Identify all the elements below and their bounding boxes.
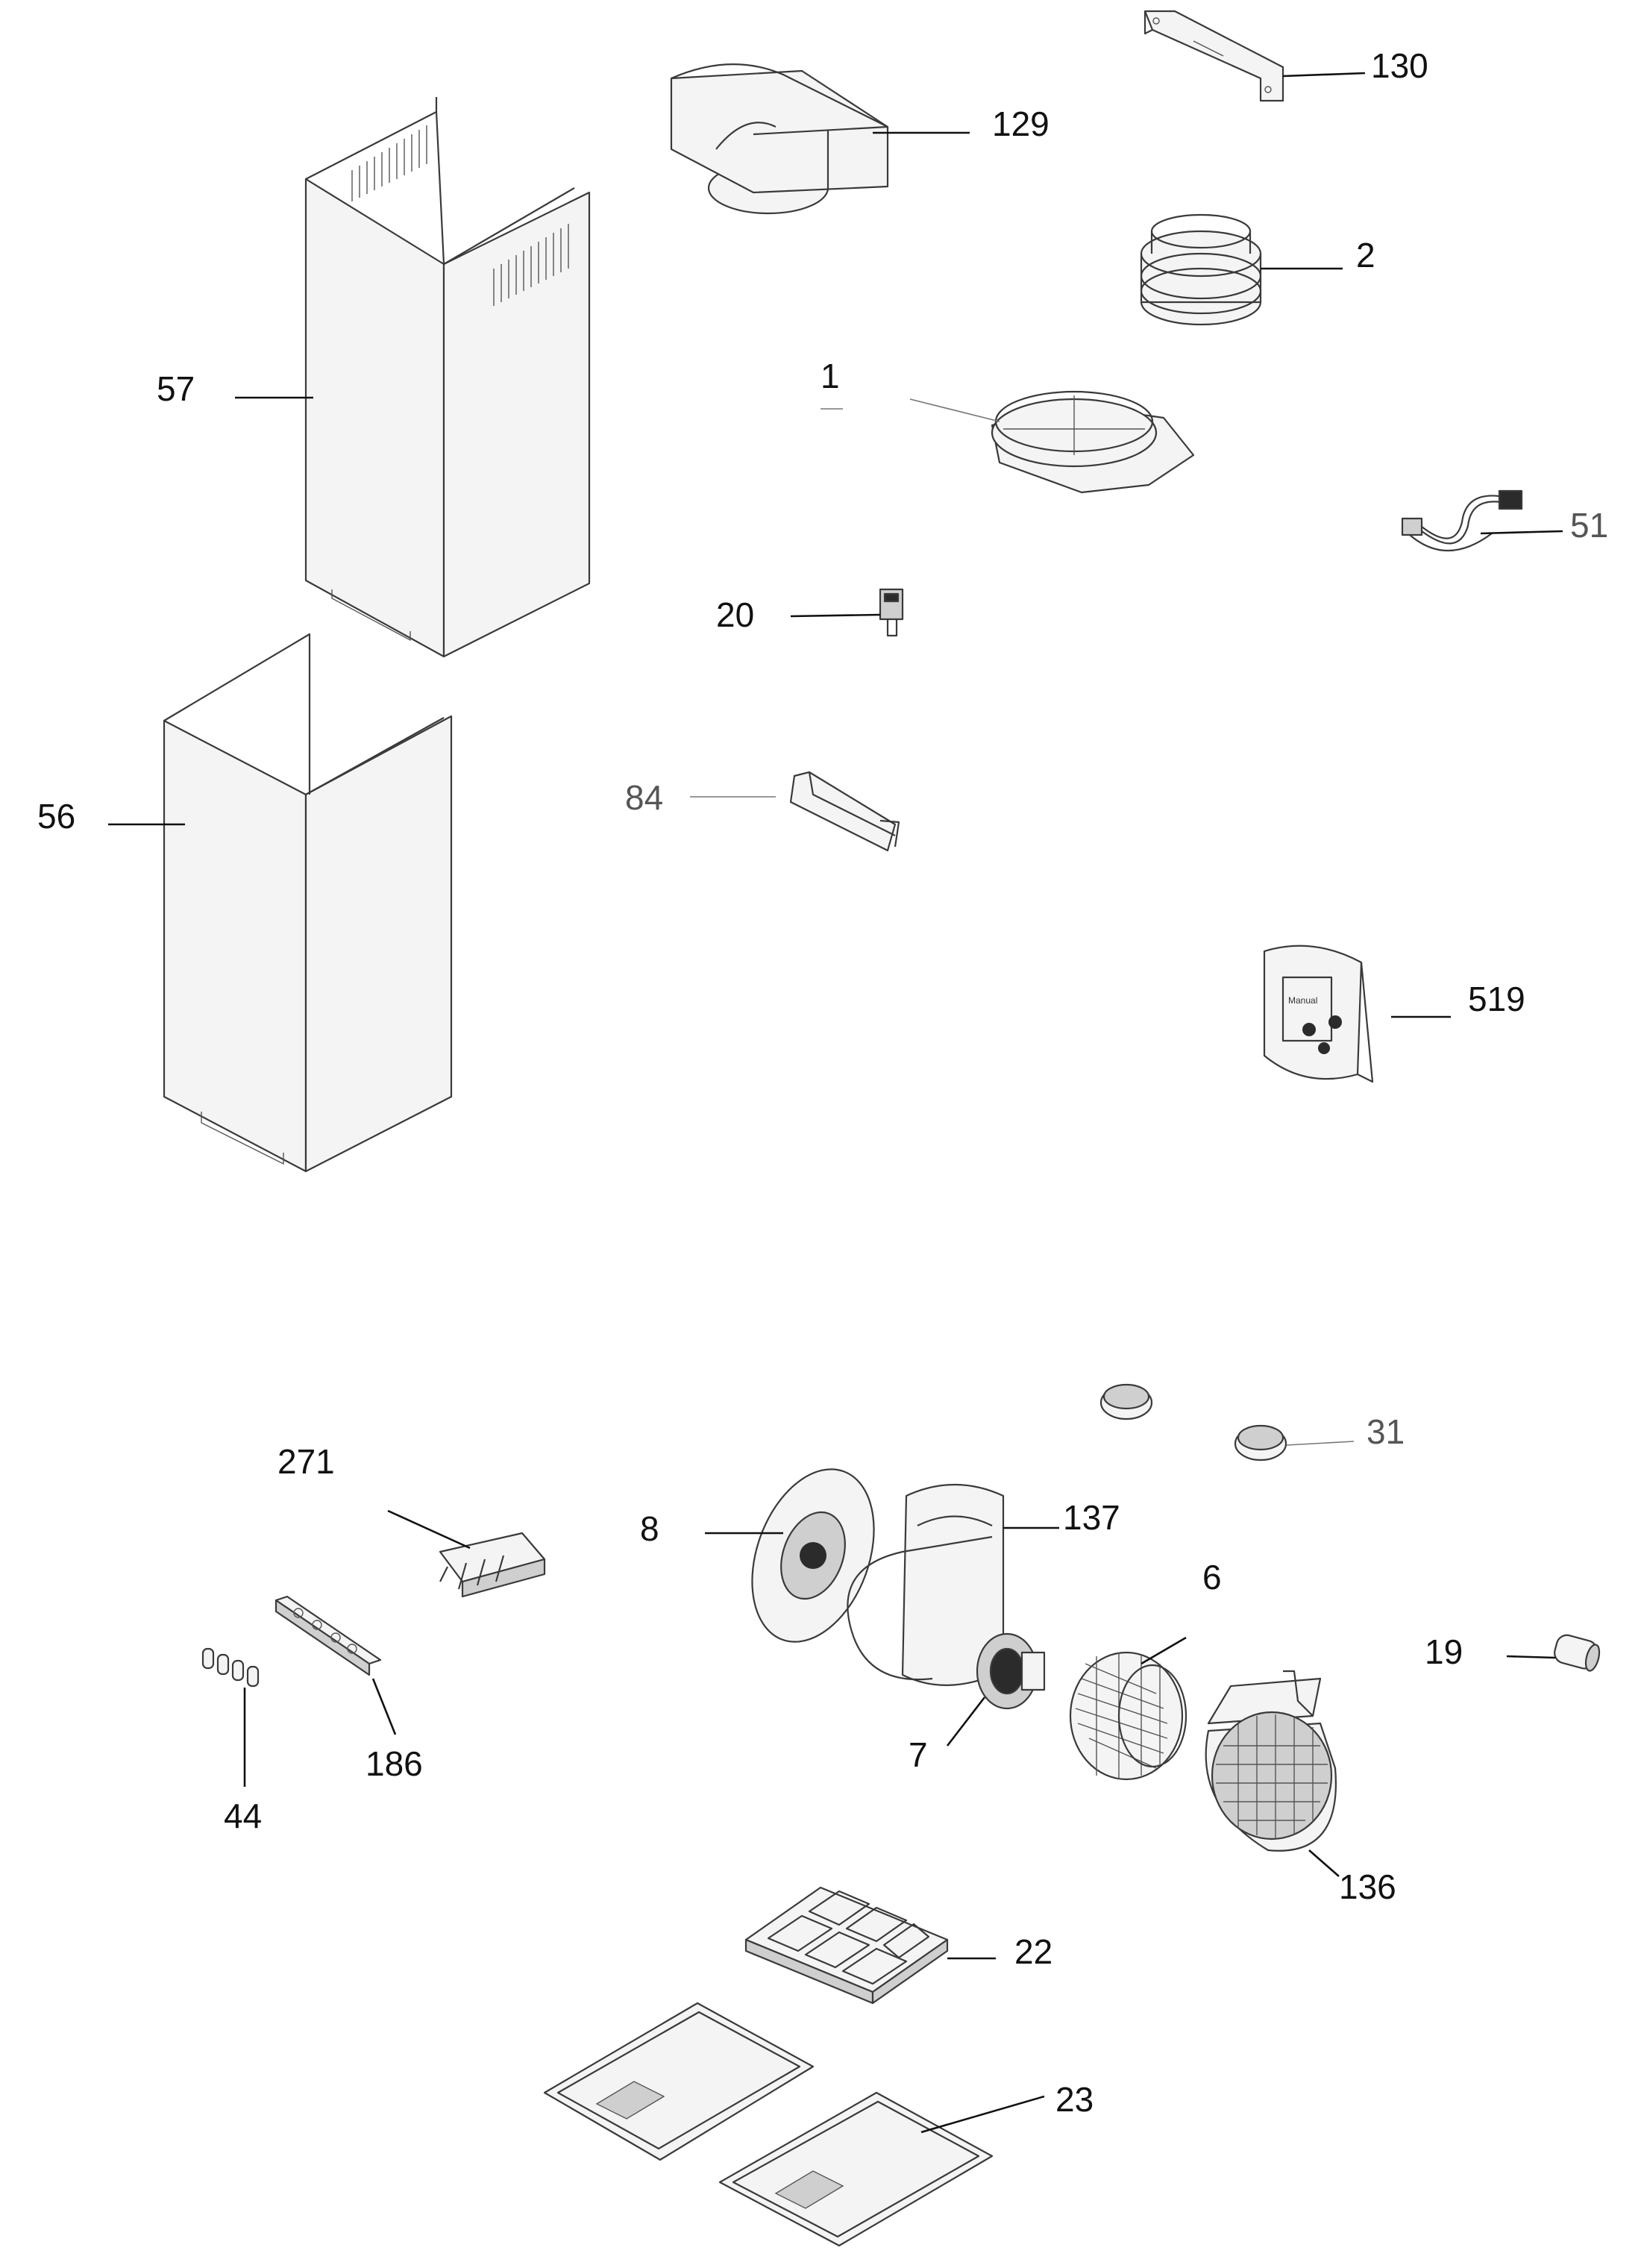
push-buttons-part-44 bbox=[201, 1647, 260, 1688]
clip-part-20 bbox=[879, 588, 904, 637]
capacitor-part-19 bbox=[1554, 1634, 1601, 1672]
bag-manual-label: Manual bbox=[1288, 995, 1317, 1006]
callout-519: 519 bbox=[1468, 980, 1525, 1018]
callout-51: 51 bbox=[1570, 506, 1608, 545]
callout-6: 6 bbox=[1202, 1558, 1222, 1597]
duct-adapter-part-129 bbox=[670, 63, 889, 215]
callout-137: 137 bbox=[1063, 1498, 1120, 1537]
lower-chimney-part-56 bbox=[163, 633, 453, 1173]
callout-271: 271 bbox=[277, 1442, 335, 1481]
callout-2: 2 bbox=[1356, 236, 1375, 275]
callout-19: 19 bbox=[1425, 1632, 1463, 1671]
motor-part-7 bbox=[976, 1632, 1046, 1710]
callout-44: 44 bbox=[224, 1796, 262, 1835]
leader-lines bbox=[108, 72, 1563, 2134]
charcoal-filter-part-22 bbox=[744, 1886, 949, 2005]
hardware-bag-part-519: Manual bbox=[1263, 945, 1374, 1083]
collar-ring-part-2 bbox=[1140, 213, 1262, 326]
motor-plate-part-8 bbox=[751, 1468, 875, 1643]
mounting-bracket-part-130 bbox=[1143, 10, 1284, 102]
callout-84: 84 bbox=[625, 778, 663, 817]
callout-186: 186 bbox=[365, 1744, 423, 1783]
callout-31: 31 bbox=[1367, 1412, 1405, 1451]
switch-board-part-271 bbox=[439, 1532, 546, 1598]
callout-23: 23 bbox=[1055, 2080, 1094, 2119]
callout-22: 22 bbox=[1014, 1932, 1052, 1971]
control-panel-part-186 bbox=[274, 1595, 382, 1676]
callout-8: 8 bbox=[640, 1509, 659, 1548]
fan-wheel-part-6 bbox=[1069, 1651, 1187, 1781]
callout-136: 136 bbox=[1339, 1867, 1396, 1906]
callout-20: 20 bbox=[716, 595, 754, 634]
blower-casing-part-136 bbox=[1205, 1670, 1337, 1852]
grease-filter-part-23 bbox=[543, 2002, 994, 2247]
control-knob-part-31 bbox=[1099, 1383, 1287, 1462]
callout-130: 130 bbox=[1371, 46, 1428, 85]
upper-chimney-part-57 bbox=[304, 97, 591, 658]
callout-129: 129 bbox=[992, 104, 1050, 143]
light-bracket-part-84 bbox=[789, 771, 900, 852]
callout-56: 56 bbox=[37, 797, 75, 836]
wiring-harness-part-51 bbox=[1401, 489, 1523, 552]
callout-1: 1 bbox=[821, 357, 840, 395]
callout-labels: 130 129 2 57 1 51 20 56 84 519 31 271 8 … bbox=[37, 46, 1608, 2119]
duct-flange-part-1 bbox=[991, 390, 1195, 494]
callout-7: 7 bbox=[909, 1735, 928, 1774]
callout-57: 57 bbox=[157, 369, 195, 408]
